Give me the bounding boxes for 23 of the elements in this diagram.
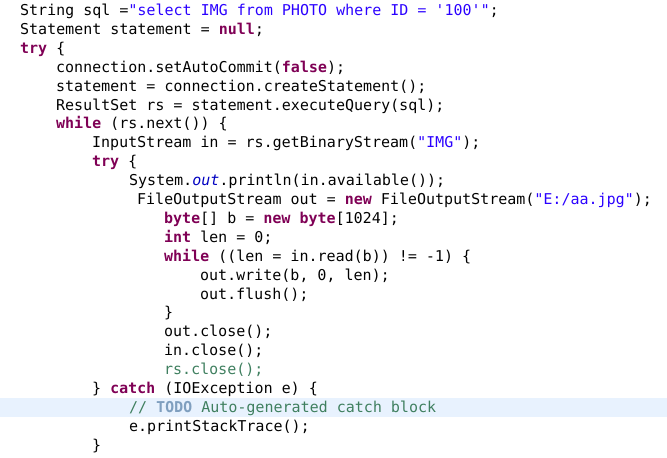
code-line: while ((len = in.read(b)) != -1) { <box>164 246 472 266</box>
code-line: } <box>164 303 174 322</box>
code-line: in.close(); <box>164 341 264 360</box>
code-line: try { <box>92 152 138 172</box>
code-line: int len = 0; <box>164 228 272 247</box>
code-line: out.flush(); <box>200 284 308 304</box>
code-line: statement = connection.createStatement(); <box>56 76 426 96</box>
code-line: ResultSet rs = statement.executeQuery(sql); <box>56 96 444 114</box>
code-line: Statement statement = null; <box>20 20 264 39</box>
code-line: InputStream in = rs.getBinaryStream("IMG"); <box>92 133 480 152</box>
code-line: FileOutputStream out = new FileOutputStream("E:/aa.jpg"); <box>137 190 652 209</box>
code-line: out.write(b, 0, len); <box>200 266 390 285</box>
code-line: System.out.println(in.available()); <box>129 171 446 190</box>
code-line: while (rs.next()) { <box>56 114 228 134</box>
code-line: connection.setAutoCommit(false); <box>56 58 345 77</box>
code-line: } <box>92 436 102 455</box>
code-line: out.close(); <box>164 322 272 342</box>
code-line: } catch (IOException e) { <box>92 379 318 398</box>
code-line: byte[] b = new byte[1024]; <box>164 208 399 228</box>
code-line: e.printStackTrace(); <box>129 416 310 436</box>
code-line: String sql ="select IMG from PHOTO where ID = '100'"; <box>20 1 499 20</box>
code-line: rs.close(); <box>164 360 264 380</box>
code-line: try { <box>20 38 66 58</box>
